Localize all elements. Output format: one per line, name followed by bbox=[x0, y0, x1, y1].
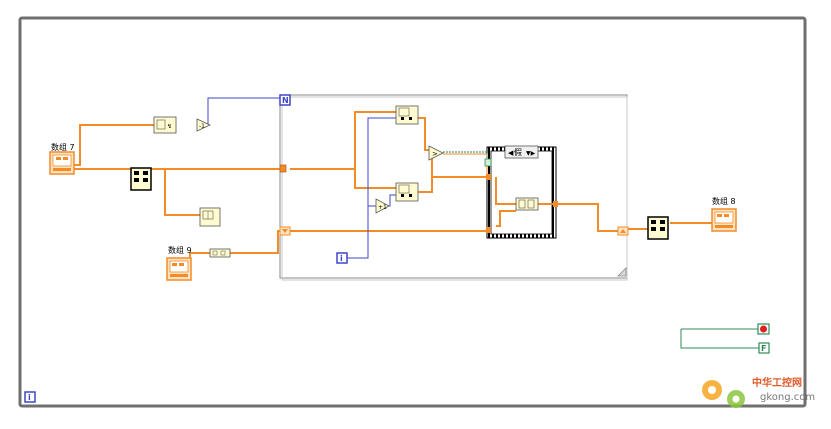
for-loop[interactable] bbox=[279, 94, 628, 281]
wire-array9 bbox=[189, 252, 210, 260]
index-array-node-1[interactable] bbox=[395, 105, 419, 125]
case-left-arrow[interactable]: ◀ bbox=[508, 149, 514, 157]
wire-stop-green2 bbox=[680, 329, 760, 349]
wire-to-shift bbox=[230, 230, 283, 254]
decrement-node[interactable]: -1 bbox=[196, 118, 211, 132]
wire-boolean bbox=[443, 151, 488, 162]
watermark-domain: gkong.com bbox=[760, 392, 815, 403]
case-tunnel-out[interactable] bbox=[553, 201, 558, 207]
array8-indicator[interactable]: 数组 8 bbox=[711, 196, 737, 232]
wire-tunnel-to-idx1 bbox=[290, 111, 396, 170]
array7-control[interactable]: 数组 7 bbox=[49, 142, 75, 175]
array9-indicator[interactable]: 数组 9 bbox=[166, 245, 192, 281]
increment-node[interactable]: +1 bbox=[375, 198, 390, 214]
wire-case-in2 bbox=[496, 210, 516, 227]
false-constant-label: F bbox=[761, 344, 766, 353]
case-tunnel-1[interactable] bbox=[486, 174, 491, 180]
wire-case-in bbox=[495, 177, 516, 205]
iteration-label: i bbox=[340, 254, 343, 263]
tunnel-input[interactable] bbox=[279, 164, 287, 173]
greater-than-node[interactable]: > bbox=[428, 145, 444, 161]
wire-blue-top bbox=[207, 97, 280, 124]
svg-text:>: > bbox=[432, 150, 438, 158]
wire-idx1-out bbox=[418, 117, 430, 151]
array9-label: 数组 9 bbox=[168, 245, 192, 255]
array7-label: 数组 7 bbox=[51, 142, 75, 152]
wire-tunnel-to-idx2 bbox=[354, 169, 396, 189]
case-structure[interactable]: ◀ 假 ▼▶ bbox=[486, 145, 557, 239]
svg-text:+1: +1 bbox=[378, 204, 387, 211]
while-loop-frame[interactable] bbox=[18, 16, 807, 408]
case-right-arrow[interactable]: ▼▶ bbox=[526, 150, 536, 157]
index-array-node-lower[interactable] bbox=[199, 207, 221, 227]
case-selector-terminal[interactable] bbox=[484, 158, 492, 167]
wire-array7-top bbox=[72, 124, 155, 166]
array-size-node[interactable]: ↯ bbox=[153, 116, 177, 134]
stop-condition-terminal[interactable] bbox=[757, 323, 770, 335]
wire-branch-down bbox=[164, 169, 200, 216]
shift-register-left[interactable] bbox=[279, 226, 291, 236]
array-function-node-right[interactable] bbox=[647, 216, 669, 240]
replace-subset-node[interactable] bbox=[515, 197, 539, 211]
case-selector[interactable] bbox=[504, 145, 539, 159]
outer-iteration-terminal[interactable]: i bbox=[24, 391, 36, 403]
svg-text:↯: ↯ bbox=[167, 123, 172, 130]
wire-case-to-shift bbox=[556, 203, 622, 232]
svg-text:-1: -1 bbox=[199, 123, 205, 130]
loop-count-terminal[interactable]: N bbox=[279, 94, 291, 106]
watermark-logo: 中华工控网 gkong.com bbox=[702, 376, 815, 408]
case-tunnel-2[interactable] bbox=[486, 227, 491, 233]
shift-register-right[interactable] bbox=[617, 226, 629, 236]
wire-blue-i bbox=[347, 117, 396, 259]
array-constant-node[interactable] bbox=[209, 248, 231, 258]
index-array-node-2[interactable] bbox=[395, 182, 419, 202]
array-function-node-left[interactable] bbox=[130, 167, 152, 191]
watermark-brand: 中华工控网 bbox=[752, 376, 802, 389]
case-selector-label: 假 bbox=[514, 148, 522, 157]
wire-idx2-out bbox=[418, 154, 433, 193]
array8-label: 数组 8 bbox=[712, 196, 736, 206]
outer-iteration-label: i bbox=[28, 393, 31, 402]
false-constant[interactable]: F bbox=[758, 342, 770, 354]
iteration-terminal[interactable]: i bbox=[336, 252, 348, 264]
loop-count-label: N bbox=[282, 96, 289, 105]
